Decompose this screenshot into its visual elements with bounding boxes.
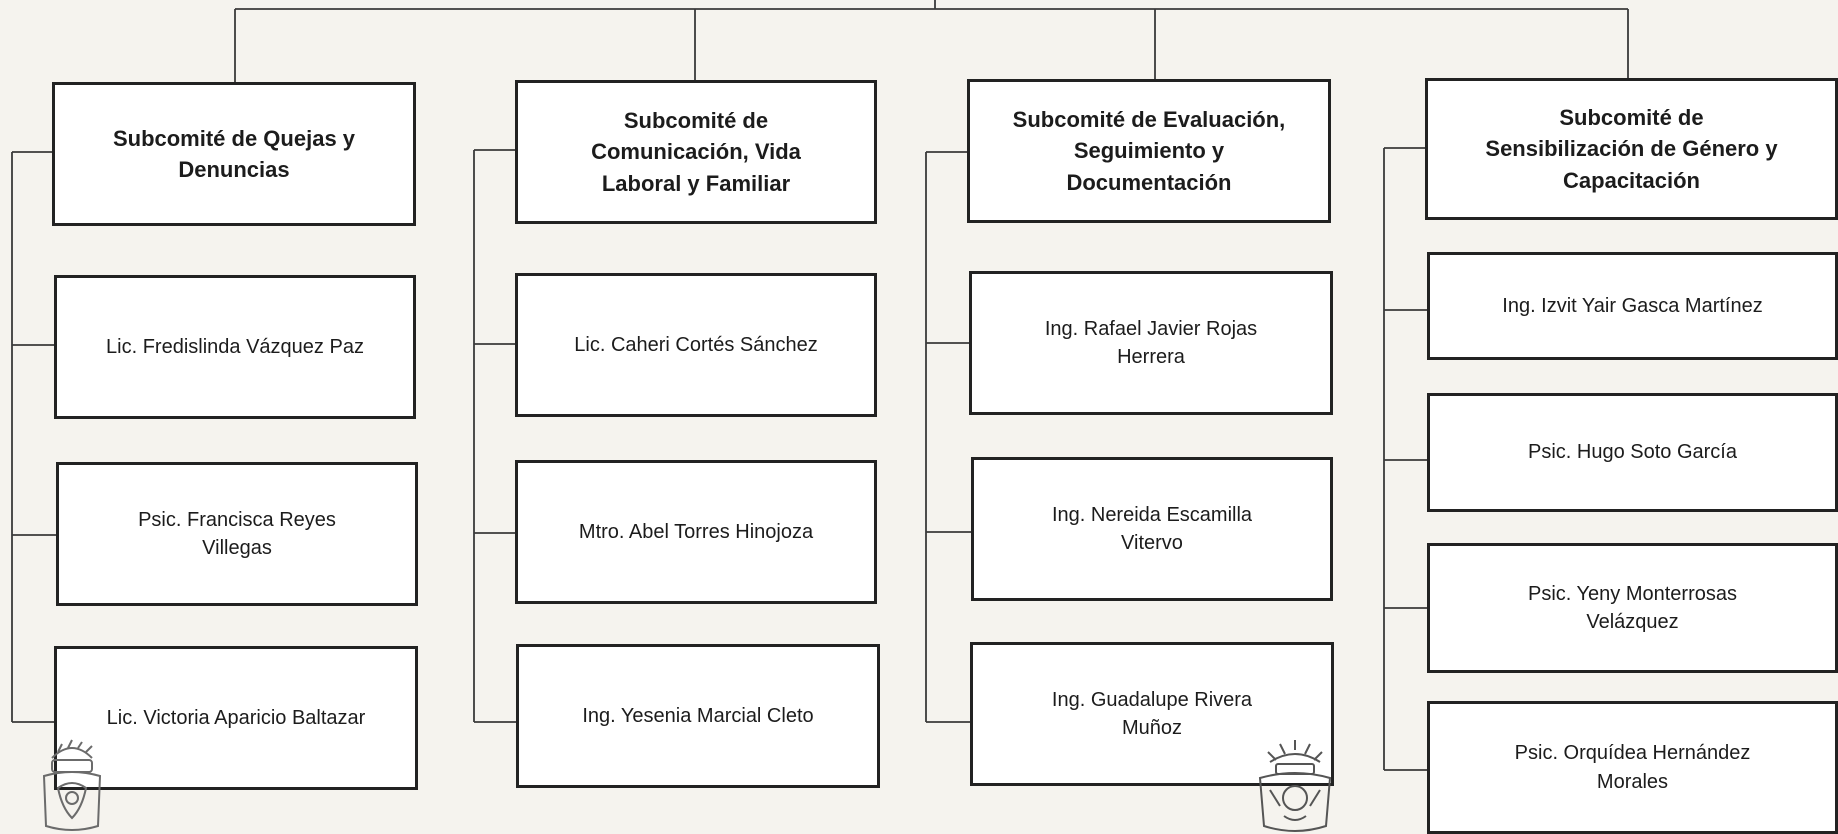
member-box: Ing. Nereida Escamilla Vitervo: [971, 457, 1333, 601]
subcommittee-head-comunicacion: Subcomité de Comunicación, Vida Laboral …: [515, 80, 877, 224]
member-box: Ing. Yesenia Marcial Cleto: [516, 644, 880, 788]
member-box: Psic. Francisca Reyes Villegas: [56, 462, 418, 606]
member-box: Mtro. Abel Torres Hinojoza: [515, 460, 877, 604]
subcommittee-head-sensibilizacion: Subcomité de Sensibilización de Género y…: [1425, 78, 1838, 220]
member-box: Ing. Izvit Yair Gasca Martínez: [1427, 252, 1838, 360]
subcommittee-head-quejas: Subcomité de Quejas y Denuncias: [52, 82, 416, 226]
member-box: Psic. Hugo Soto García: [1427, 393, 1838, 512]
member-box: Ing. Rafael Javier Rojas Herrera: [969, 271, 1333, 415]
member-box: Psic. Orquídea Hernández Morales: [1427, 701, 1838, 834]
member-box: Lic. Victoria Aparicio Baltazar: [54, 646, 418, 790]
seal-icon-left: [42, 739, 102, 831]
seal-icon-right: [1258, 740, 1332, 832]
member-box: Ing. Guadalupe Rivera Muñoz: [970, 642, 1334, 786]
member-box: Lic. Fredislinda Vázquez Paz: [54, 275, 416, 419]
subcommittee-head-evaluacion: Subcomité de Evaluación, Seguimiento y D…: [967, 79, 1331, 223]
member-box: Lic. Caheri Cortés Sánchez: [515, 273, 877, 417]
member-box: Psic. Yeny Monterrosas Velázquez: [1427, 543, 1838, 673]
